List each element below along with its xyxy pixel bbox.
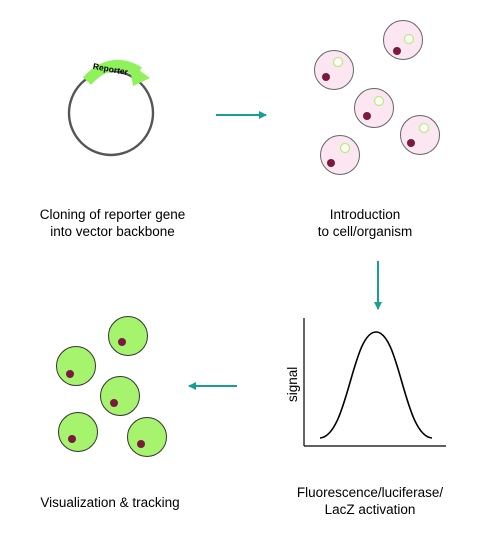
caption-visualization: Visualization & tracking (20, 494, 200, 511)
caption-introduction-line-2: to cell/organism (317, 224, 413, 239)
caption-activation-line-2: LacZ activation (324, 502, 416, 517)
caption-activation-line-1: Fluorescence/luciferase/ (296, 485, 444, 500)
graph-y-axis-label: signal (285, 366, 300, 402)
cell-nucleus (66, 370, 74, 378)
host-cell (314, 50, 354, 90)
caption-visualization-line-1: Visualization & tracking (40, 495, 180, 510)
reporter-vesicle (403, 33, 415, 45)
reporter-vesicle (418, 122, 430, 134)
caption-activation: Fluorescence/luciferase/ LacZ activation (285, 484, 455, 518)
signal-peak-curve (319, 331, 433, 439)
reporter-cell (100, 376, 140, 416)
plasmid-backbone (67, 69, 155, 157)
reporter-cell (127, 417, 167, 457)
reporter-vesicle (332, 56, 344, 68)
cell-nucleus (327, 159, 335, 167)
reporter-insert-arrowhead (129, 63, 150, 86)
caption-introduction-line-1: Introduction (329, 207, 401, 222)
reporter-cell (108, 316, 148, 356)
host-cell (320, 135, 360, 175)
reporter-cells (56, 316, 167, 457)
host-cell (400, 115, 440, 155)
caption-introduction: Introduction to cell/organism (295, 206, 435, 240)
reporter-cell (56, 346, 96, 386)
cell-nucleus (322, 73, 330, 81)
caption-cloning: Cloning of reporter gene into vector bac… (25, 206, 200, 240)
cell-nucleus (407, 139, 415, 147)
plasmid-vector: Reporter (67, 59, 155, 157)
reporter-insert: Reporter (82, 59, 150, 86)
cell-nucleus (118, 338, 126, 346)
cell-nucleus (137, 440, 145, 448)
host-cell (354, 88, 394, 128)
reporter-cell (58, 412, 98, 452)
cell-nucleus (68, 435, 76, 443)
host-cell (383, 20, 423, 60)
caption-cloning-line-1: Cloning of reporter gene (39, 207, 186, 222)
host-cells (314, 20, 440, 175)
signal-graph (303, 318, 446, 447)
reporter-vesicle (373, 95, 385, 107)
cell-nucleus (363, 112, 371, 120)
cell-nucleus (393, 47, 401, 55)
caption-cloning-line-2: into vector backbone (50, 224, 175, 239)
cell-nucleus (110, 399, 118, 407)
reporter-vesicle (339, 142, 351, 154)
